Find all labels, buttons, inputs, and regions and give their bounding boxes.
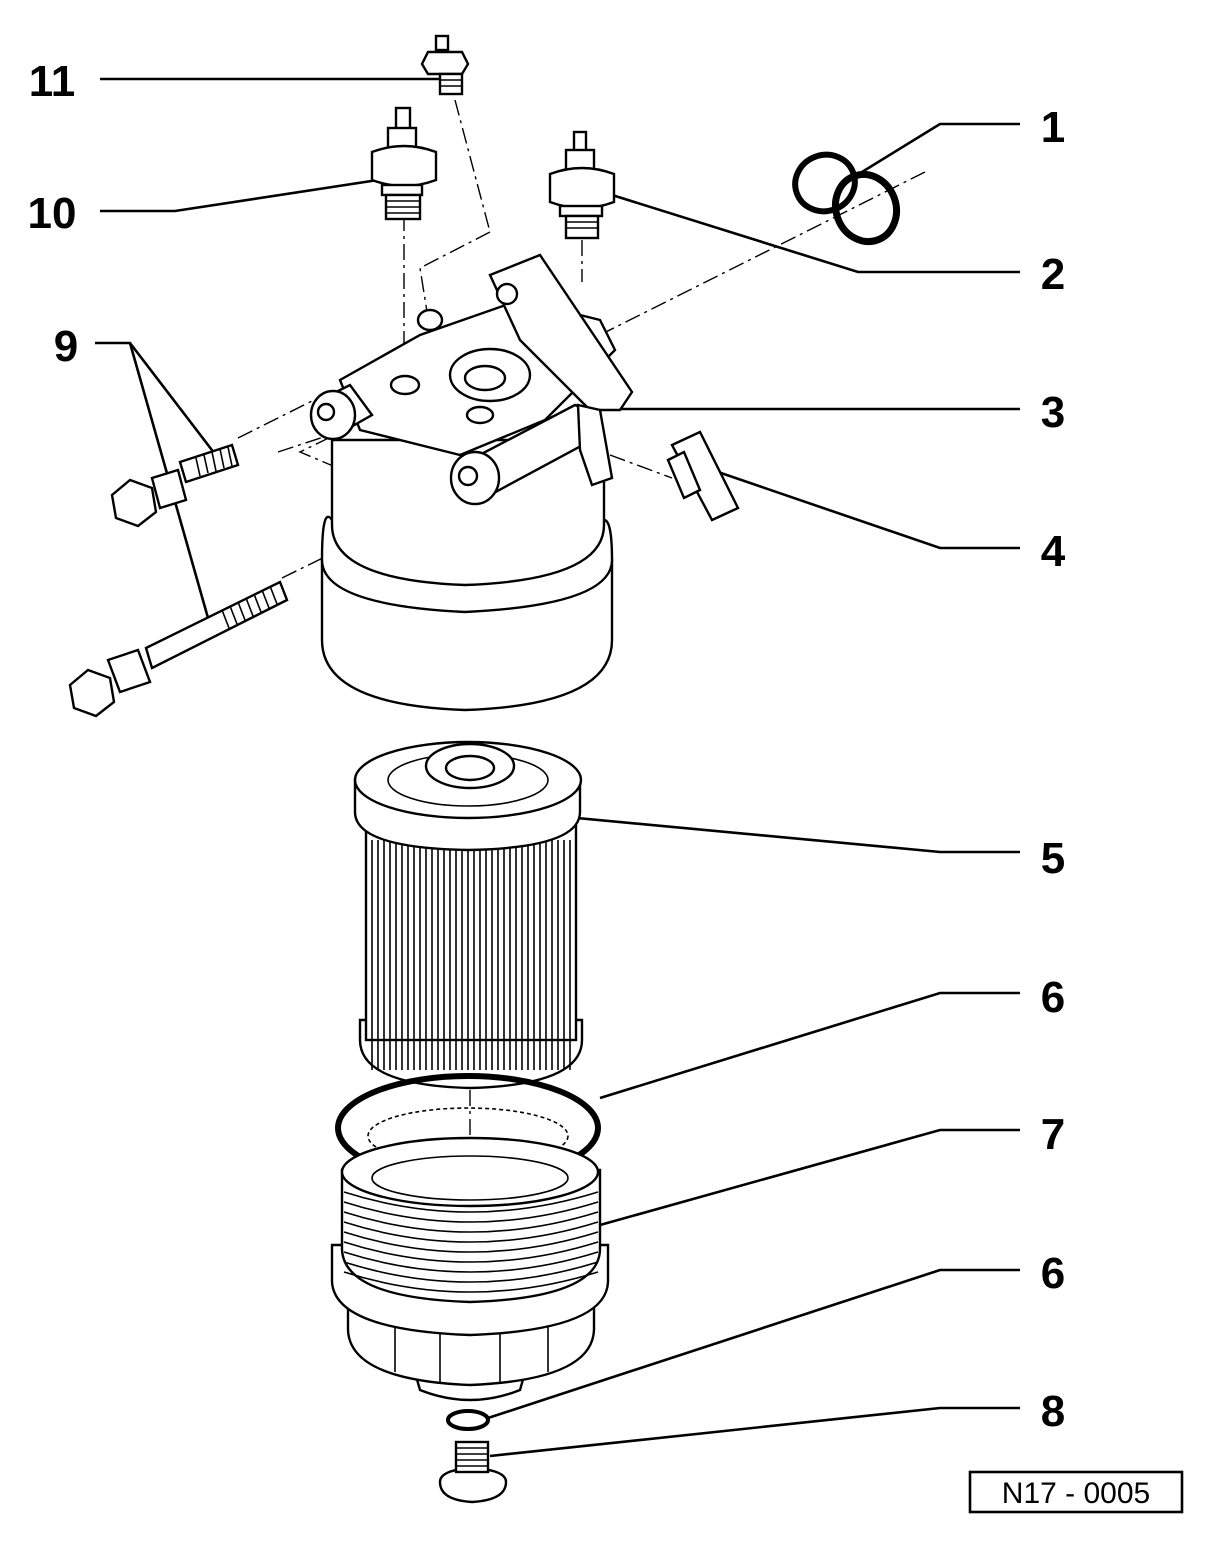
callout-10: 10 xyxy=(28,189,77,238)
part-9-bolts xyxy=(68,443,289,718)
callout-4: 4 xyxy=(1041,527,1066,576)
cap-threads xyxy=(343,1191,599,1293)
callout-1: 1 xyxy=(1041,103,1065,152)
part-4-clip xyxy=(666,430,740,522)
part-5-filter-element xyxy=(353,740,584,1090)
part-7-filter-cap xyxy=(330,1136,610,1402)
part-2-pressure-switch xyxy=(548,130,616,240)
callout-7: 7 xyxy=(1041,1110,1065,1159)
callout-3: 3 xyxy=(1041,388,1065,437)
filter-pleats xyxy=(371,840,571,1070)
part-8-drain-plug xyxy=(438,1440,508,1504)
callout-labels: 11 10 1 2 9 3 4 5 6 7 6 8 xyxy=(28,57,1066,1436)
callout-5: 5 xyxy=(1041,834,1065,883)
part-10-pressure-switch xyxy=(370,106,438,221)
callout-2: 2 xyxy=(1041,250,1065,299)
callout-9: 9 xyxy=(54,322,78,371)
callout-11: 11 xyxy=(29,57,76,106)
reference-code-box: N17 - 0005 xyxy=(968,1470,1184,1514)
reference-code: N17 - 0005 xyxy=(1002,1477,1150,1510)
part-3-filter-housing xyxy=(309,253,634,712)
callout-6-lower: 6 xyxy=(1041,1249,1065,1298)
part-6-small-o-ring xyxy=(446,1409,490,1431)
callout-8: 8 xyxy=(1041,1387,1065,1436)
part-11-sender xyxy=(420,34,470,96)
leader-lines xyxy=(95,77,1020,1458)
callout-6-upper: 6 xyxy=(1041,973,1065,1022)
part-1-seal-rings xyxy=(792,151,900,246)
